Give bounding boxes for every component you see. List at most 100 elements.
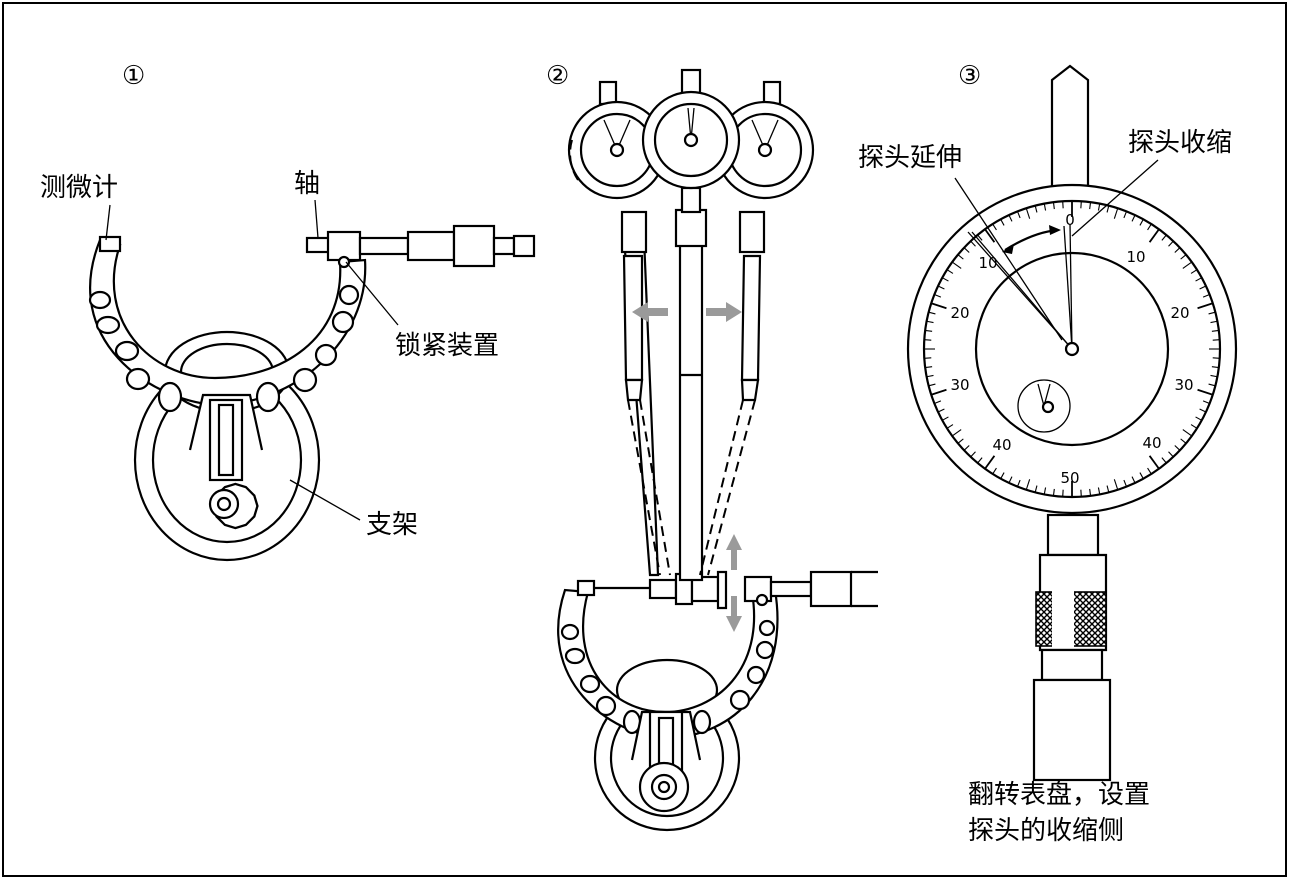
dial-tick — [992, 467, 997, 475]
dial-tick — [1147, 467, 1152, 475]
dial-tick — [1025, 479, 1031, 490]
frame-holes — [88, 284, 360, 413]
dial-tick — [934, 400, 942, 404]
leader-retract — [1071, 159, 1159, 237]
dial-tick — [937, 285, 945, 290]
dial-tick — [1113, 479, 1119, 490]
dial-tick — [930, 302, 947, 310]
dial-center-hub — [1064, 341, 1080, 357]
ratchet — [512, 234, 536, 258]
dial-label-right-30: 30 — [1174, 376, 1193, 394]
dial-tick — [1147, 223, 1152, 231]
dial-tick — [928, 383, 936, 387]
dial-label-left-10: 10 — [978, 254, 997, 272]
dial-tick — [1190, 269, 1198, 274]
dial-tick — [1139, 472, 1144, 479]
dial-tick — [1199, 285, 1207, 290]
label-micrometer: 测微计 — [40, 173, 119, 203]
dial-label-0: 0 — [1065, 211, 1075, 229]
dial-tick — [1180, 254, 1187, 260]
dial-tick — [1113, 208, 1119, 219]
dial-tick — [1025, 208, 1031, 219]
label-probe-retract: 探头收缩 — [1128, 128, 1233, 158]
dial-tick — [930, 388, 947, 396]
dial-tick — [1097, 203, 1101, 211]
spindle — [305, 236, 331, 254]
dial-label-left-40: 40 — [992, 436, 1011, 454]
dial-label-50: 50 — [1060, 469, 1079, 487]
dial-tick — [1043, 203, 1047, 211]
dial-tick — [946, 424, 954, 429]
dial-tick — [984, 228, 996, 243]
dial-tick — [925, 329, 933, 332]
label-stand: 支架 — [366, 510, 419, 540]
dial-tick — [1097, 487, 1101, 495]
label-spindle: 轴 — [294, 169, 321, 199]
dial-label-right-10: 10 — [1126, 248, 1145, 266]
dial-tick — [1123, 479, 1127, 487]
dial-tick — [1180, 438, 1187, 444]
leader-micrometer — [105, 204, 111, 241]
sub-dial — [1017, 379, 1071, 433]
dial-tick — [926, 320, 934, 324]
step-number-1: ① — [122, 61, 146, 91]
dial-tick — [1197, 302, 1214, 310]
leader-spindle — [314, 199, 319, 239]
dial-indicator-panel-3: 0 10 20 30 40 10 20 30 40 50 — [906, 64, 1238, 782]
thimble — [452, 224, 496, 268]
dial-tick — [1197, 388, 1214, 396]
dial-tick — [1106, 485, 1110, 493]
dial-label-right-20: 20 — [1170, 304, 1189, 322]
dial-tick — [1190, 424, 1198, 429]
dial-tick — [1195, 416, 1202, 421]
dial-tick — [1017, 211, 1021, 219]
dial-tick — [1210, 374, 1218, 378]
dial-pointer-retract — [1069, 223, 1073, 350]
dial-tick — [928, 311, 936, 315]
dial-tick — [951, 429, 962, 437]
note-line-1: 翻转表盘，设置 — [968, 780, 1151, 810]
dial-tick — [1208, 383, 1216, 387]
dial-tick — [963, 445, 970, 451]
dial-tick — [957, 438, 964, 444]
dial-tick — [1195, 277, 1202, 282]
dial-tick — [946, 269, 954, 274]
dial-tick — [942, 416, 949, 421]
dial-tick — [1052, 202, 1055, 210]
dial-tick — [1139, 219, 1144, 226]
dial-label-right-40: 40 — [1142, 434, 1161, 452]
dial-tick — [1008, 476, 1013, 484]
dial-tick — [1017, 479, 1021, 487]
dial-tick — [1089, 488, 1092, 496]
dial-tick — [1202, 400, 1210, 404]
note-line-2: 探头的收缩侧 — [968, 816, 1125, 846]
dial-tick — [951, 261, 962, 269]
leader-lock — [345, 261, 399, 326]
dial-tick — [957, 254, 964, 260]
dial-tick — [1174, 445, 1181, 451]
micrometer-anvil — [98, 235, 122, 253]
dial-tick — [1199, 408, 1207, 413]
step-number-3: ③ — [958, 61, 982, 91]
dial-tick — [963, 247, 970, 253]
dial-label-left-30: 30 — [950, 376, 969, 394]
dial-tick — [934, 294, 942, 298]
dial-tick — [977, 457, 983, 464]
leader-stand — [289, 479, 361, 521]
dial-tick — [1106, 205, 1110, 213]
dial-tick — [1208, 311, 1216, 315]
dial-label-left-20: 20 — [950, 304, 969, 322]
dial-tick — [925, 366, 933, 369]
dial-tick — [1123, 211, 1127, 219]
micrometer-stand-panel-1 — [88, 199, 536, 562]
dial-tick — [1131, 214, 1136, 222]
dial-tick — [1161, 234, 1167, 241]
dial-tick — [1168, 451, 1174, 458]
dial-tick — [970, 240, 976, 247]
dial-tick — [1211, 329, 1219, 332]
dial-inner-ring — [974, 251, 1170, 447]
bore-gauge-panel-2 — [557, 68, 878, 832]
